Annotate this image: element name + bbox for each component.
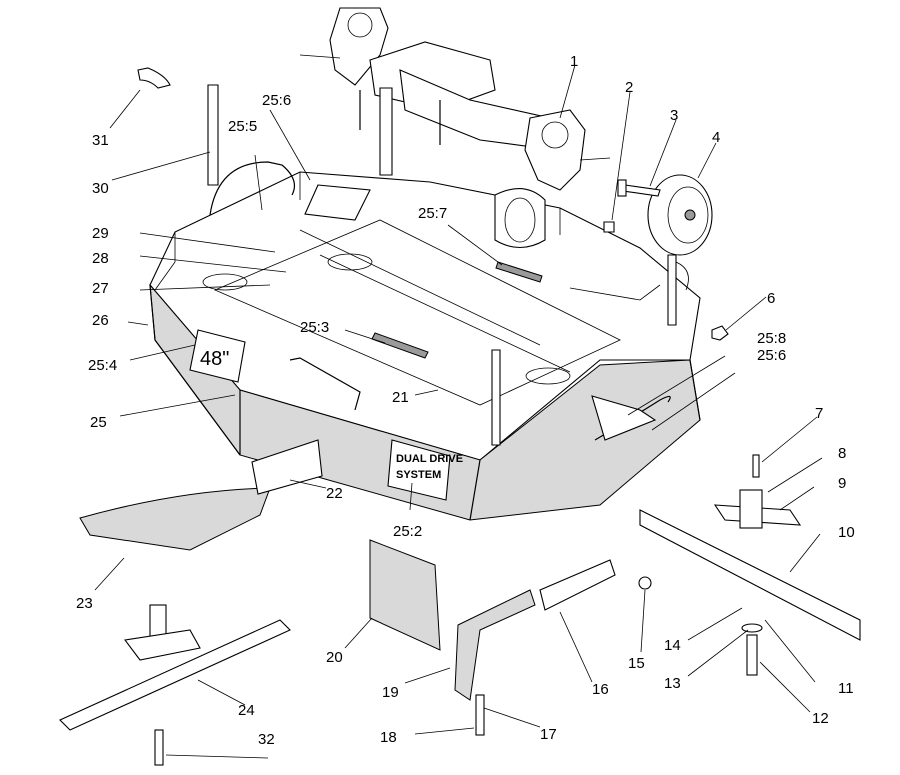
callout-30: 30 xyxy=(92,180,109,197)
callout-labels: 1 2 3 4 6 7 8 9 10 11 12 13 14 15 16 17 … xyxy=(76,53,855,748)
callout-25: 25 xyxy=(90,414,107,431)
callout-8: 8 xyxy=(838,445,846,462)
callout-11: 11 xyxy=(838,680,854,697)
callout-2: 2 xyxy=(625,79,633,96)
callout-7: 7 xyxy=(815,405,823,422)
blade-10 xyxy=(639,509,861,641)
chute-19 xyxy=(454,589,536,701)
callout-18: 18 xyxy=(380,729,397,746)
callout-32: 32 xyxy=(258,731,275,748)
baffle-23 xyxy=(79,487,271,551)
bracket-20 xyxy=(369,539,441,651)
dual-drive-text: DUAL DRIVE xyxy=(396,453,463,465)
callout-20: 20 xyxy=(326,649,343,666)
callout-25-3: 25:3 xyxy=(300,319,329,336)
nut-6 xyxy=(711,325,729,341)
pin-left-mount xyxy=(379,87,393,176)
dual-drive-decal: DUAL DRIVE SYSTEM xyxy=(387,439,463,501)
callout-25-2: 25:2 xyxy=(393,523,422,540)
callout-19: 19 xyxy=(382,684,399,701)
callout-26: 26 xyxy=(92,312,109,329)
bracket-16 xyxy=(539,559,616,611)
blade-left xyxy=(59,619,291,731)
callout-25-6-right: 25:6 xyxy=(757,347,786,364)
callout-14: 14 xyxy=(664,637,681,654)
nut-15 xyxy=(638,576,652,590)
bolt-32 xyxy=(154,729,164,766)
callout-16: 16 xyxy=(592,681,609,698)
bolt-2 xyxy=(603,221,615,233)
callout-31: 31 xyxy=(92,132,109,149)
wheel-4 xyxy=(647,174,713,256)
pin-31 xyxy=(137,67,171,89)
deck-size-decal: 48" xyxy=(189,329,246,383)
callout-25-7: 25:7 xyxy=(418,205,447,222)
leader-lines xyxy=(94,64,823,759)
deck-size-text: 48" xyxy=(200,348,229,370)
callout-25-4: 25:4 xyxy=(88,357,117,374)
callout-6: 6 xyxy=(767,290,775,307)
right-deck-decal xyxy=(591,395,657,441)
callout-22: 22 xyxy=(326,485,343,502)
callout-21: 21 xyxy=(392,389,409,406)
center-deck-decals xyxy=(304,184,543,359)
callout-27: 27 xyxy=(92,280,109,297)
bolt-18 xyxy=(475,694,485,736)
bolt-12 xyxy=(746,634,758,676)
callout-4: 4 xyxy=(712,129,720,146)
callout-15: 15 xyxy=(628,655,645,672)
callout-10: 10 xyxy=(838,524,855,541)
callout-25-6-top: 25:6 xyxy=(262,92,291,109)
height-pin-right xyxy=(667,254,689,326)
pin-front-mount xyxy=(491,349,501,446)
callout-29: 29 xyxy=(92,225,109,242)
pin-7 xyxy=(752,454,760,478)
gearbox-assembly xyxy=(299,7,611,191)
callout-17: 17 xyxy=(540,726,557,743)
baffle-plate-22 xyxy=(251,439,323,495)
mount-9 xyxy=(713,489,802,529)
callout-3: 3 xyxy=(670,107,678,124)
washer-13 xyxy=(741,623,763,633)
callout-25-8: 25:8 xyxy=(757,330,786,347)
axle-bolt-3 xyxy=(617,179,661,197)
callout-28: 28 xyxy=(92,250,109,267)
callout-24: 24 xyxy=(238,702,255,719)
system-text: SYSTEM xyxy=(396,469,441,481)
pin-30 xyxy=(207,84,219,186)
callout-1: 1 xyxy=(570,53,578,70)
callout-12: 12 xyxy=(812,710,829,727)
spindle-24 xyxy=(124,604,201,661)
callout-9: 9 xyxy=(838,475,846,492)
callout-25-5: 25:5 xyxy=(228,118,257,135)
callout-23: 23 xyxy=(76,595,93,612)
callout-13: 13 xyxy=(664,675,681,692)
rear-roller-left xyxy=(494,188,546,249)
